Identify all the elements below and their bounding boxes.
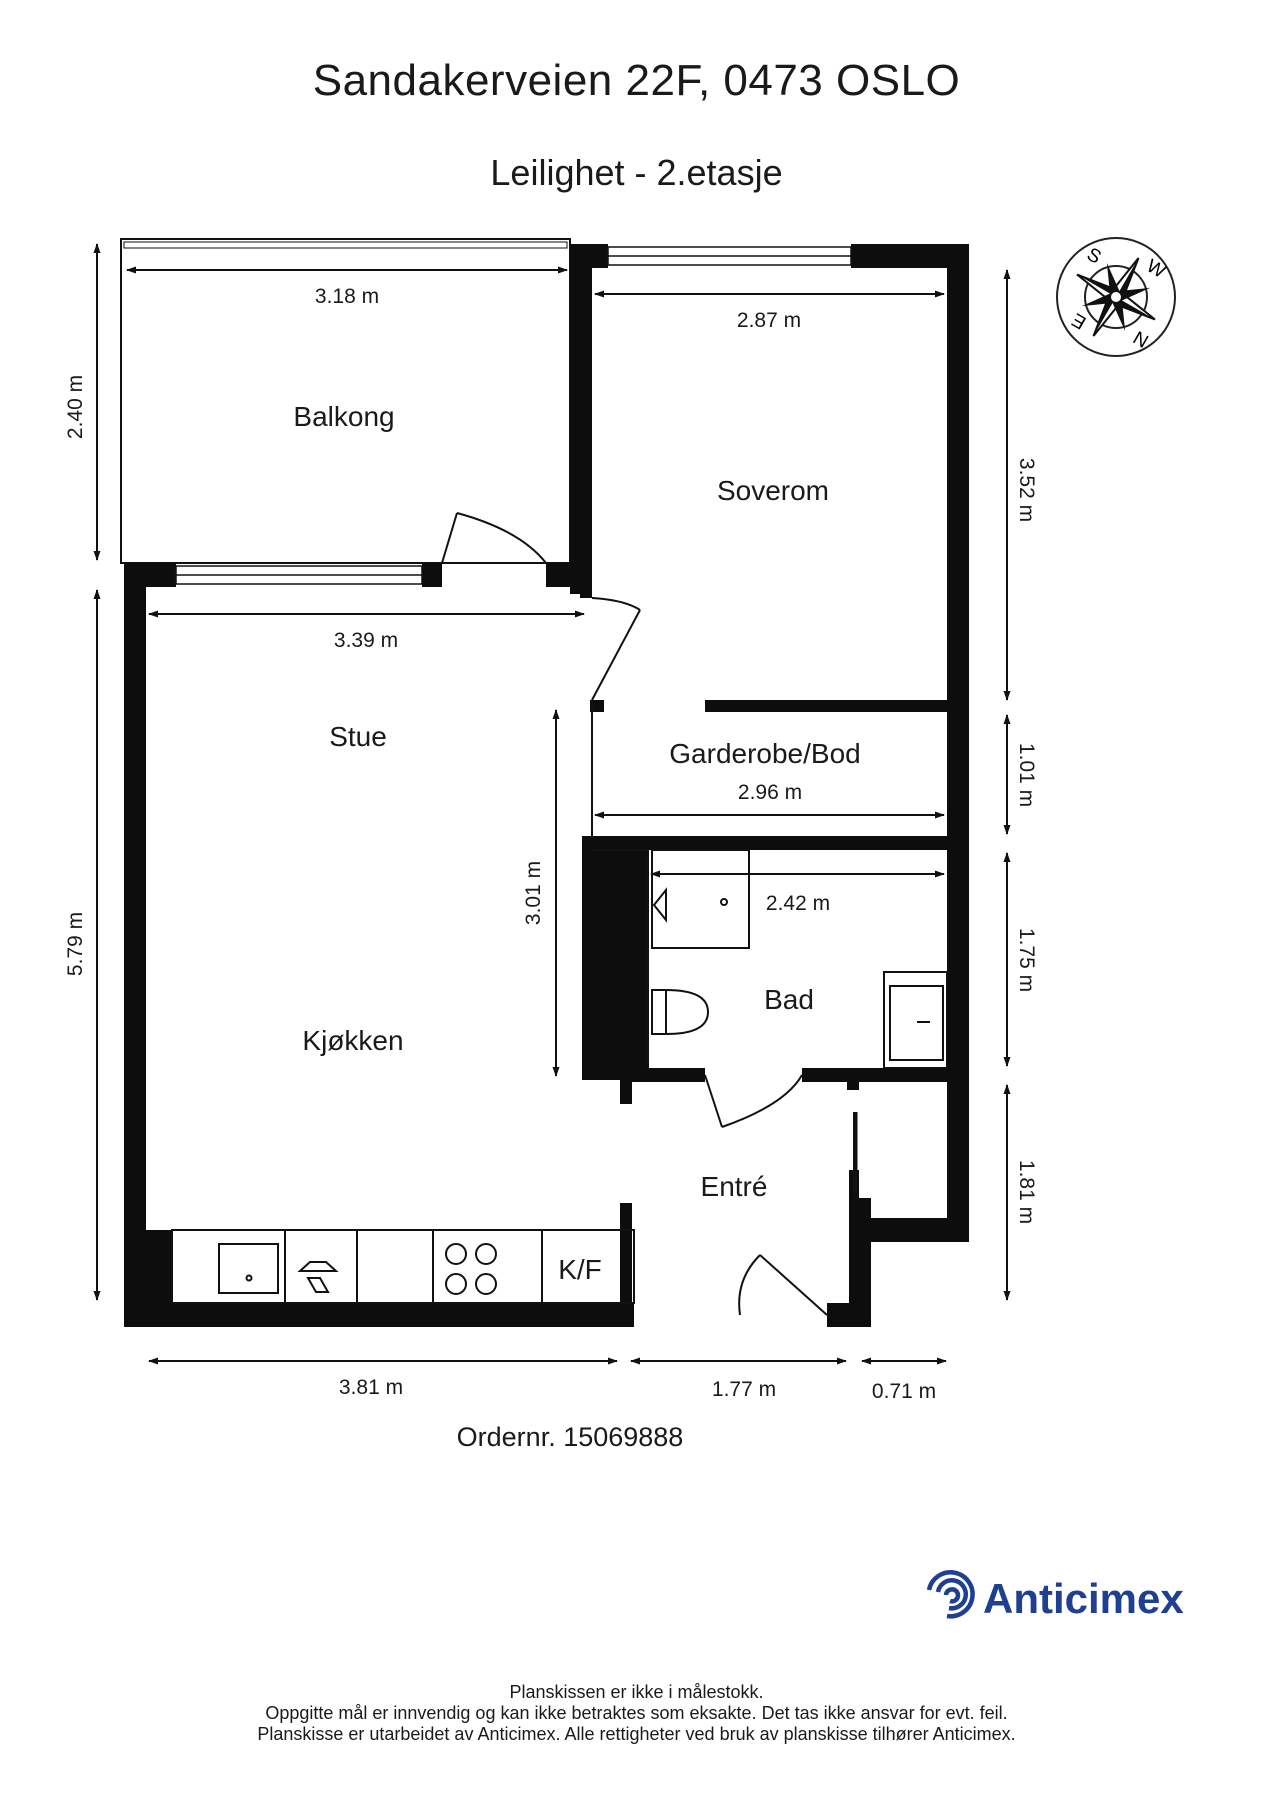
windows xyxy=(175,246,852,585)
footer-disclaimer: Planskissen er ikke i målestokk. Oppgitt… xyxy=(0,1682,1273,1745)
dim-balcony-depth: 2.40 m xyxy=(64,375,87,439)
dim-kitchen-depth: 3.01 m xyxy=(522,861,545,925)
room-label-balkong: Balkong xyxy=(293,401,394,432)
toilet-icon xyxy=(651,989,710,1035)
stove-icon xyxy=(445,1243,497,1295)
compass-letter-n: N xyxy=(1130,326,1152,351)
dim-bedroom-width: 2.87 m xyxy=(737,309,801,332)
dim-wardrobe-depth: 1.01 m xyxy=(1015,743,1038,807)
compass-letter-e: E xyxy=(1069,308,1090,333)
compass-letter-s: S xyxy=(1083,244,1104,269)
shower-icon xyxy=(651,849,750,949)
dim-bottom-mid: 1.77 m xyxy=(712,1378,776,1401)
footer-line: Planskissen er ikke i målestokk. xyxy=(509,1682,764,1702)
dim-living-depth: 5.79 m xyxy=(64,912,87,976)
footer-line: Oppgitte mål er innvendig og kan ikke be… xyxy=(265,1703,1008,1723)
dim-wardrobe-width: 2.96 m xyxy=(738,781,802,804)
doors xyxy=(441,512,858,1316)
dishwasher-icon xyxy=(297,1261,339,1293)
walls xyxy=(120,238,969,1327)
sink-icon xyxy=(218,1243,279,1294)
dimension-lines xyxy=(93,243,1011,1365)
dim-bath-depth: 1.75 m xyxy=(1015,928,1038,992)
room-label-kjokken: Kjøkken xyxy=(302,1025,403,1056)
dim-bath-width: 2.42 m xyxy=(766,892,830,915)
washbasin-icon xyxy=(883,971,948,1069)
fixtures xyxy=(218,849,948,1303)
room-label-soverom: Soverom xyxy=(717,475,829,506)
room-label-entre: Entré xyxy=(701,1171,768,1202)
footer-line: Planskisse er utarbeidet av Anticimex. A… xyxy=(257,1724,1016,1744)
room-label-garderobe: Garderobe/Bod xyxy=(669,738,860,769)
compass-letter-w: W xyxy=(1143,256,1169,283)
anticimex-logo: Anticimex xyxy=(926,1570,1184,1622)
anticimex-emblem-icon xyxy=(926,1570,975,1619)
dim-bottom-left: 3.81 m xyxy=(339,1376,403,1399)
dim-bedroom-depth: 3.52 m xyxy=(1015,458,1038,522)
order-number: Ordernr. 15069888 xyxy=(456,1422,684,1452)
dim-balcony-width: 3.18 m xyxy=(315,285,379,308)
compass-icon: S W N E xyxy=(1056,237,1176,357)
floor-subtitle: Leilighet - 2.etasje xyxy=(490,152,783,193)
dim-bottom-right: 0.71 m xyxy=(872,1380,936,1403)
dim-living-width: 3.39 m xyxy=(334,629,398,652)
property-address: Sandakerveien 22F, 0473 OSLO xyxy=(312,56,961,105)
room-label-bad: Bad xyxy=(764,984,814,1015)
dim-entry-depth: 1.81 m xyxy=(1015,1160,1038,1224)
room-label-stue: Stue xyxy=(329,721,387,752)
brand-name: Anticimex xyxy=(983,1575,1184,1622)
fridge-label: K/F xyxy=(558,1254,602,1285)
thin-walls xyxy=(171,700,855,1304)
